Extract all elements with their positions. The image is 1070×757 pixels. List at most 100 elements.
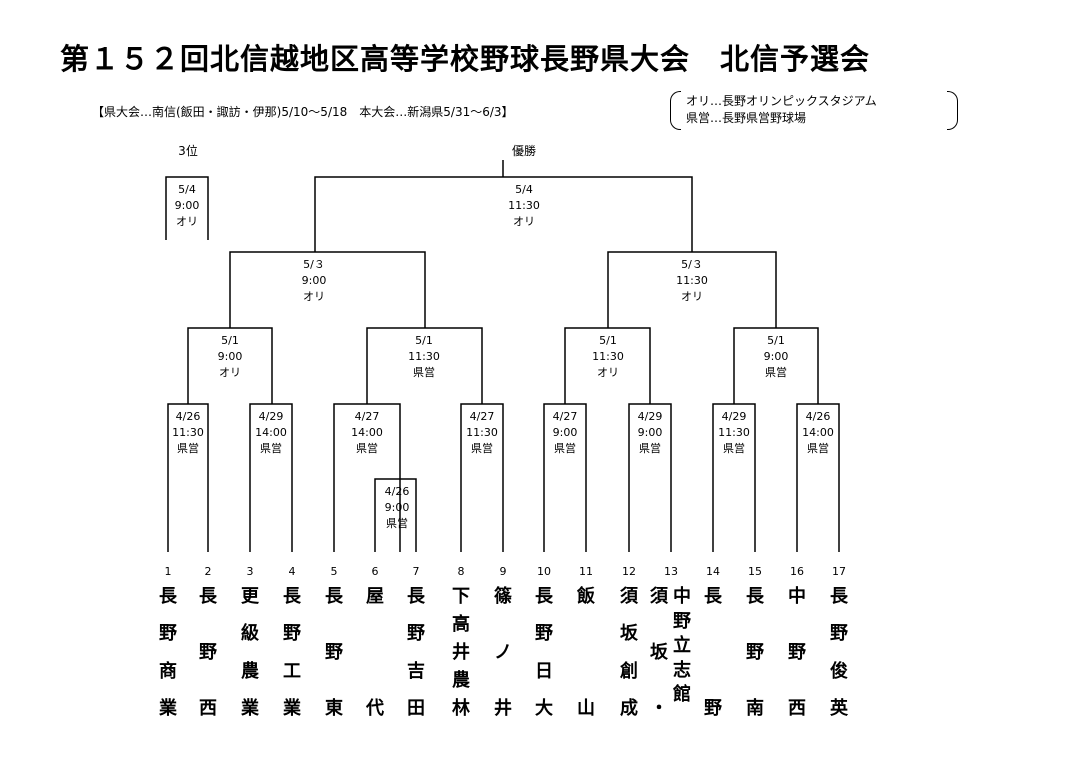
match-time: 11:30	[466, 426, 498, 439]
match-time: 14:00	[351, 426, 383, 439]
team-name-char: 中	[788, 586, 806, 607]
team-number: 3	[246, 565, 254, 578]
team-name-char: 野	[159, 623, 177, 645]
team-name-char: 長	[535, 586, 553, 607]
team-name-char: 坂	[650, 642, 668, 663]
team-name-char: 長	[199, 586, 217, 607]
team-name-char: 業	[241, 698, 259, 719]
team-name-char: ・	[650, 698, 668, 719]
bracket-semi_l	[229, 251, 426, 328]
match-date: 4/27	[552, 410, 578, 423]
match-time: 11:30	[408, 350, 440, 363]
team-name-char: 農	[241, 660, 259, 682]
team-name-char: 田	[407, 698, 425, 719]
match-time: 11:30	[508, 199, 540, 212]
third-place-box	[165, 176, 209, 240]
match-time: 9:00	[637, 426, 663, 439]
team-name-char: 成	[620, 698, 638, 719]
match-time: 9:00	[763, 350, 789, 363]
match-date: 4/26	[384, 485, 410, 498]
team-name-char: 長	[283, 586, 301, 607]
team-name-char: 野	[199, 642, 217, 663]
match-time: 14:00	[255, 426, 287, 439]
team-name-char: 下	[452, 586, 470, 607]
team-name-char: 立	[673, 635, 691, 656]
match-date: 5/4	[515, 183, 533, 196]
third-place-header: 3位	[178, 144, 198, 158]
team-name-char: 坂	[620, 623, 638, 645]
team-name-char: 野	[325, 642, 343, 663]
team-name-char: 井	[452, 642, 470, 663]
match-venue: オリ	[302, 290, 325, 303]
team-name-char: 野	[283, 623, 301, 645]
team-name-char: 西	[199, 698, 217, 719]
team-name-char: 屋	[366, 586, 384, 607]
team-name-char: 代	[366, 698, 384, 719]
match-venue: オリ	[175, 215, 198, 228]
venue-legend-olympic: オリ…長野オリンピックスタジアム	[686, 94, 877, 108]
team-name-char: 創	[620, 660, 638, 682]
match-date: 4/26	[175, 410, 201, 423]
team-name-char: 長	[159, 586, 177, 607]
team-number: 13	[664, 565, 678, 578]
match-date: 5/1	[767, 334, 785, 347]
team-name-char: 吉	[407, 660, 425, 682]
match-venue: オリ	[680, 290, 703, 303]
match-venue: 県営	[412, 366, 435, 379]
team-number: 4	[288, 565, 296, 578]
match-venue: 県営	[385, 517, 408, 530]
match-date: 5/1	[221, 334, 239, 347]
match-info-semi_l: 5/３ 9:00 オリ	[302, 257, 327, 305]
team-name-char: 英	[830, 698, 848, 719]
team-name-char: 志	[673, 659, 691, 681]
match-venue: 県営	[764, 366, 787, 379]
match-time: 9:00	[217, 350, 243, 363]
match-time: 11:30	[718, 426, 750, 439]
match-info-final: 5/4 11:30 オリ	[508, 182, 540, 230]
team-number: 14	[706, 565, 720, 578]
team-name-char: 長	[746, 586, 764, 607]
match-venue: オリ	[512, 215, 535, 228]
match-date: 5/4	[178, 183, 196, 196]
team-number: 2	[204, 565, 212, 578]
match-date: 5/３	[681, 258, 703, 271]
match-time: 11:30	[172, 426, 204, 439]
team-name-char: 須	[650, 586, 668, 607]
team-name-char: 中	[673, 586, 691, 607]
match-date: 4/29	[637, 410, 663, 423]
team-name-char: 業	[159, 698, 177, 719]
team-number: 10	[537, 565, 551, 578]
team-name-char: 長	[325, 586, 343, 607]
team-name-char: 野	[704, 698, 722, 719]
match-time: 9:00	[301, 274, 327, 287]
match-venue: オリ	[218, 366, 241, 379]
team-number: 15	[748, 565, 762, 578]
team-number: 11	[579, 565, 593, 578]
team-name-char: 長	[830, 586, 848, 607]
match-date: 5/３	[303, 258, 325, 271]
champion-header: 優勝	[511, 144, 537, 158]
match-info-qf1: 5/1 9:00 オリ	[218, 333, 243, 381]
team-name-char: 野	[407, 623, 425, 645]
match-date: 4/29	[258, 410, 284, 423]
match-time: 14:00	[802, 426, 834, 439]
team-name-char: 野	[830, 623, 848, 645]
team-name-char: 俊	[830, 660, 848, 682]
team-name-char: ノ	[494, 642, 512, 663]
match-venue: 県営	[806, 442, 829, 455]
team-name-char: 日	[535, 660, 553, 682]
bracket-r1_67	[374, 478, 417, 552]
team-name-char: 須	[620, 586, 638, 607]
team-number: 7	[412, 565, 420, 578]
team-name-char: 農	[452, 670, 470, 691]
team-number: 9	[499, 565, 507, 578]
team-number: 16	[790, 565, 804, 578]
match-time: 11:30	[676, 274, 708, 287]
team-number: 12	[622, 565, 636, 578]
